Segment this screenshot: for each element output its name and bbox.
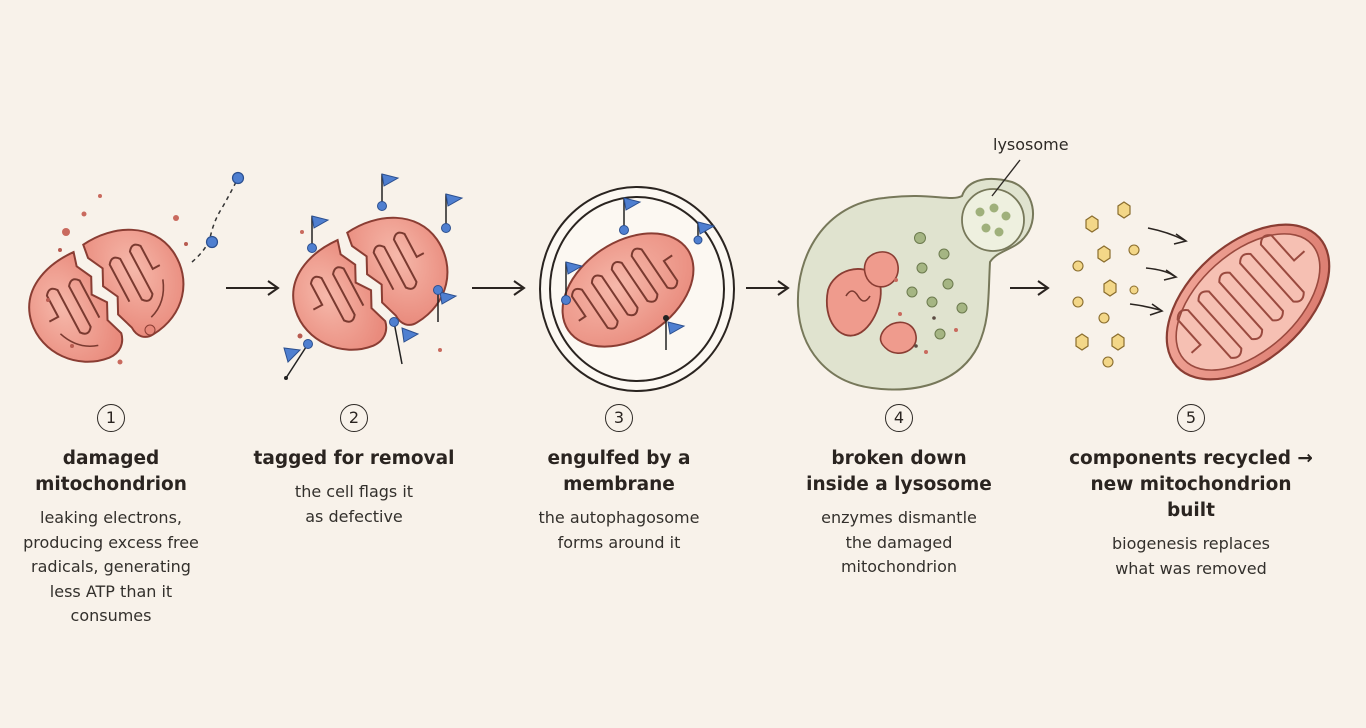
tag-flag-icon: [433, 285, 458, 322]
step-title: tagged for removal: [253, 448, 455, 469]
step-description: leaking electrons, producing excess free…: [23, 508, 199, 625]
tag-flag-icon: [663, 315, 686, 350]
lysosome-label: lysosome: [993, 135, 1069, 154]
step-number: 2: [340, 404, 368, 432]
tag-flag-icon: [307, 215, 330, 253]
step-title: components recycled → new mitochondrion …: [1069, 448, 1313, 521]
tag-flag-icon: [561, 261, 584, 305]
step-description: biogenesis replaces what was removed: [1111, 534, 1271, 578]
tag-flag-icon: [283, 339, 313, 380]
step-number: 1: [97, 404, 125, 432]
autophagosome: [539, 186, 735, 392]
step-title: broken down inside a lysosome: [806, 448, 992, 495]
damaged-mitochondrion: [28, 171, 245, 365]
step-3-caption: 3 engulfed by a membrane the autophagoso…: [494, 404, 744, 555]
arrow-1-to-2: [226, 280, 280, 296]
step-number: 5: [1177, 404, 1205, 432]
step-2-caption: 2 tagged for removal the cell flags it a…: [229, 404, 479, 529]
arrow-3-to-4: [746, 280, 790, 296]
new-mitochondrion: [1165, 223, 1331, 381]
tag-flag-icon: [619, 197, 642, 235]
step-5-caption: 5 components recycled → new mitochondrio…: [1066, 404, 1316, 581]
step-number: 3: [605, 404, 633, 432]
tagged-mitochondrion: [283, 173, 464, 380]
tag-flag-icon: [389, 317, 420, 365]
step-title: damaged mitochondrion: [35, 448, 187, 495]
step-description: enzymes dismantle the damaged mitochondr…: [821, 508, 977, 576]
arrow-4-to-5: [1010, 280, 1050, 296]
tag-flag-icon: [441, 193, 464, 233]
tag-flag-icon: [693, 221, 716, 245]
recycled-components: [1072, 201, 1188, 368]
tag-flag-icon: [377, 173, 400, 211]
step-4-caption: 4 broken down inside a lysosome enzymes …: [774, 404, 1024, 580]
step-description: the autophagosome forms around it: [538, 508, 700, 552]
step-1-caption: 1 damaged mitochondrion leaking electron…: [0, 404, 236, 629]
lysosome-fusion: [796, 159, 1034, 391]
step-number: 4: [885, 404, 913, 432]
arrow-2-to-3: [472, 280, 526, 296]
step-title: engulfed by a membrane: [547, 448, 691, 495]
step-description: the cell flags it as defective: [294, 482, 414, 526]
